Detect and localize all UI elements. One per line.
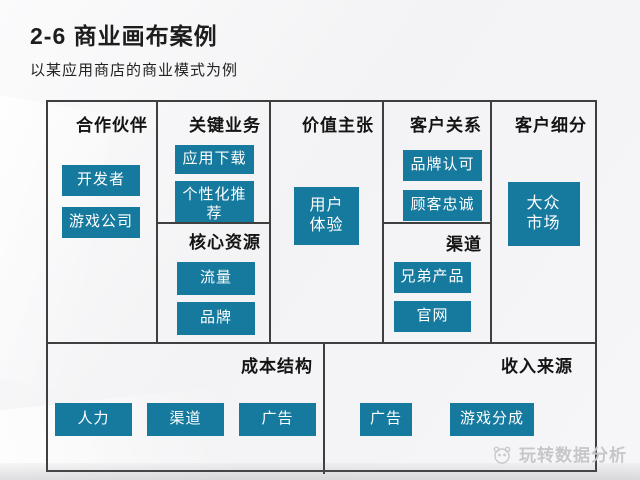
- business-model-canvas: 合作伙伴 开发者游戏公司 关键业务 应用下载个性化推 荐 核心资源 流量品牌 价…: [46, 100, 597, 474]
- canvas-item: 个性化推 荐: [175, 180, 254, 222]
- cell-customer-segments: 客户细分 大众 市场: [492, 102, 595, 342]
- watermark: 玩转数据分析: [490, 441, 627, 466]
- cell-key-activities: 关键业务 应用下载个性化推 荐: [158, 102, 271, 224]
- canvas-item: 应用下载: [175, 145, 254, 174]
- page-subtitle: 以某应用商店的商业模式为例: [30, 62, 239, 79]
- cell-value-proposition: 价值主张 用户 体验: [271, 102, 384, 342]
- cell-header: 合作伙伴: [76, 116, 148, 135]
- watermark-text: 玩转数据分析: [519, 446, 627, 465]
- canvas-item: 人力: [55, 403, 132, 436]
- mascot-face-icon: [490, 442, 514, 466]
- cell-items: 流量品牌: [177, 262, 255, 335]
- cell-header: 成本结构: [241, 357, 313, 376]
- cell-channels: 渠道 兄弟产品官网: [384, 224, 492, 342]
- cell-header: 客户细分: [515, 116, 587, 135]
- cell-header: 价值主张: [302, 116, 374, 135]
- canvas-item: 广告: [360, 403, 413, 436]
- cell-cost-structure: 成本结构 人力渠道广告: [48, 342, 325, 474]
- cell-key-partners: 合作伙伴 开发者游戏公司: [48, 102, 158, 342]
- cell-items: 品牌认可顾客忠诚: [403, 150, 482, 221]
- canvas-item: 开发者: [62, 165, 140, 196]
- canvas-item: 官网: [394, 300, 471, 332]
- cell-revenue-streams: 收入来源 广告 游戏分成: [325, 342, 595, 474]
- page-title: 2-6 商业画布案例: [30, 23, 218, 49]
- cell-header: 客户关系: [410, 116, 482, 135]
- canvas-item: 品牌认可: [403, 150, 482, 181]
- cell-items: 人力渠道广告: [55, 403, 323, 436]
- cell-items: 广告 游戏分成: [360, 403, 595, 436]
- cell-items: 兄弟产品官网: [394, 262, 471, 332]
- cell-header: 收入来源: [501, 357, 573, 376]
- cell-header: 渠道: [446, 235, 482, 254]
- cell-customer-relations: 客户关系 品牌认可顾客忠诚: [384, 102, 492, 224]
- canvas-item: 用户 体验: [294, 187, 359, 245]
- canvas-item: 流量: [177, 262, 255, 295]
- canvas-item: 品牌: [177, 301, 255, 335]
- cell-items: 应用下载个性化推 荐: [175, 145, 254, 222]
- cell-items: 用户 体验: [271, 187, 382, 245]
- canvas-item: 渠道: [147, 403, 224, 436]
- cell-header: 核心资源: [189, 233, 261, 252]
- canvas-item: 兄弟产品: [394, 262, 471, 293]
- cell-key-resources: 核心资源 流量品牌: [158, 224, 271, 342]
- cell-header: 关键业务: [189, 116, 261, 135]
- cell-items: 开发者游戏公司: [62, 165, 140, 238]
- canvas-item: 顾客忠诚: [403, 189, 482, 221]
- canvas-item: 大众 市场: [507, 182, 580, 246]
- bottom-shadow-band: [0, 463, 640, 480]
- canvas-item: 游戏公司: [62, 206, 140, 238]
- canvas-item: 广告: [239, 403, 316, 436]
- canvas-item: 游戏分成: [450, 403, 535, 436]
- cell-items: 大众 市场: [492, 182, 595, 246]
